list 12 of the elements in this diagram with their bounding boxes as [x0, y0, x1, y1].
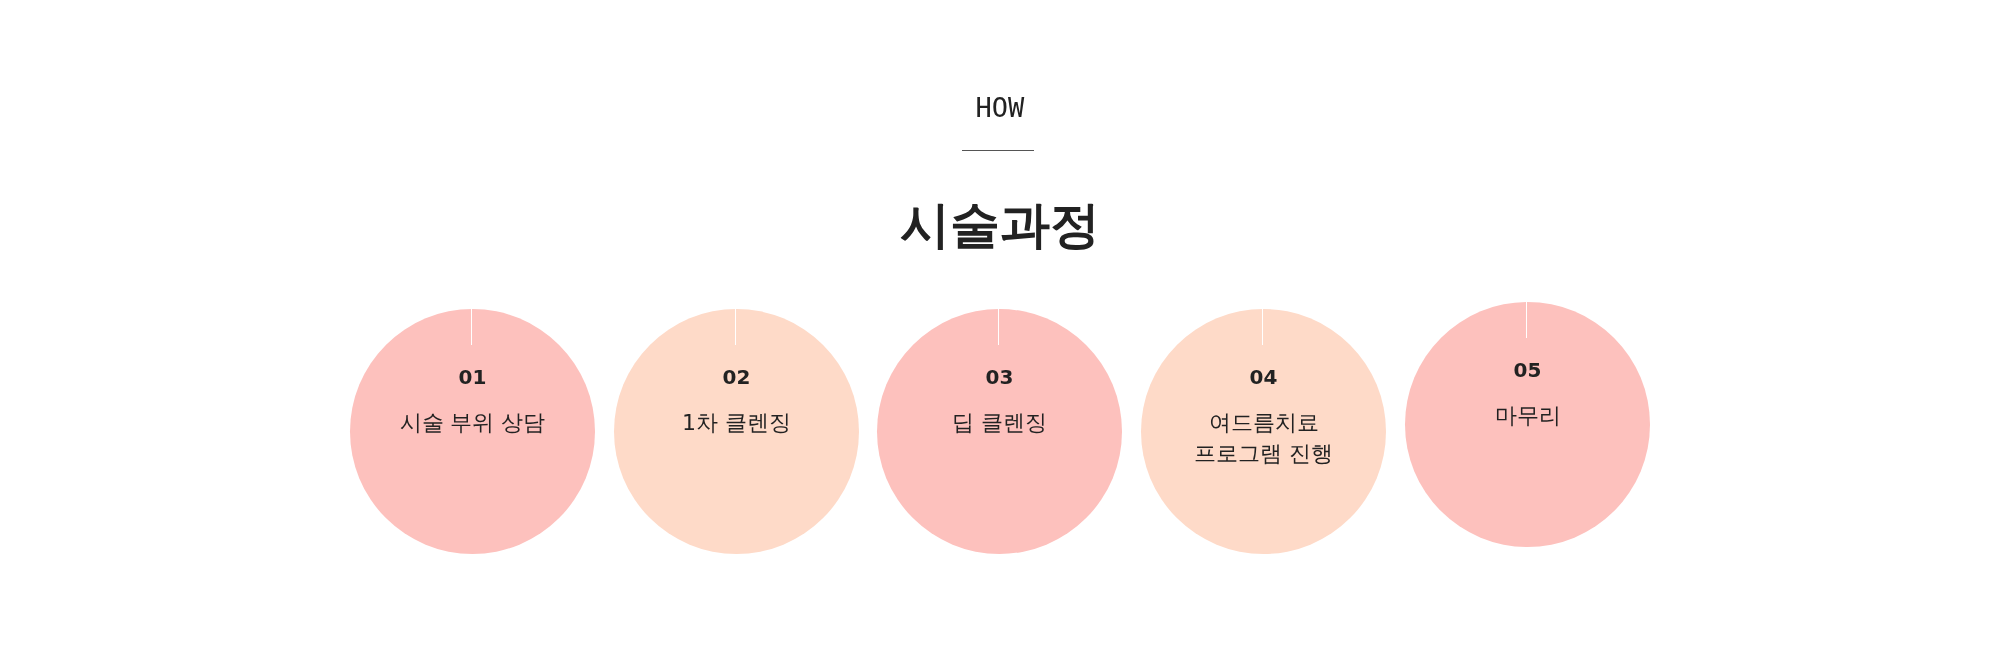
step-label: 1차 클렌징 — [681, 409, 792, 437]
step-label: 마무리 — [1493, 402, 1562, 430]
heading: 시술과정 — [899, 195, 1101, 256]
step-number: 01 — [457, 365, 488, 389]
step-label: 여드름치료 프로그램 진행 — [1193, 409, 1334, 468]
step-label: 딥 클렌징 — [951, 409, 1048, 437]
step-number: 03 — [984, 365, 1015, 389]
step-number: 05 — [1512, 358, 1543, 382]
section-label: HOW — [974, 92, 1026, 123]
step-number: 04 — [1248, 365, 1279, 389]
step-number: 02 — [721, 365, 752, 389]
step-label: 시술 부위 상담 — [398, 409, 547, 437]
